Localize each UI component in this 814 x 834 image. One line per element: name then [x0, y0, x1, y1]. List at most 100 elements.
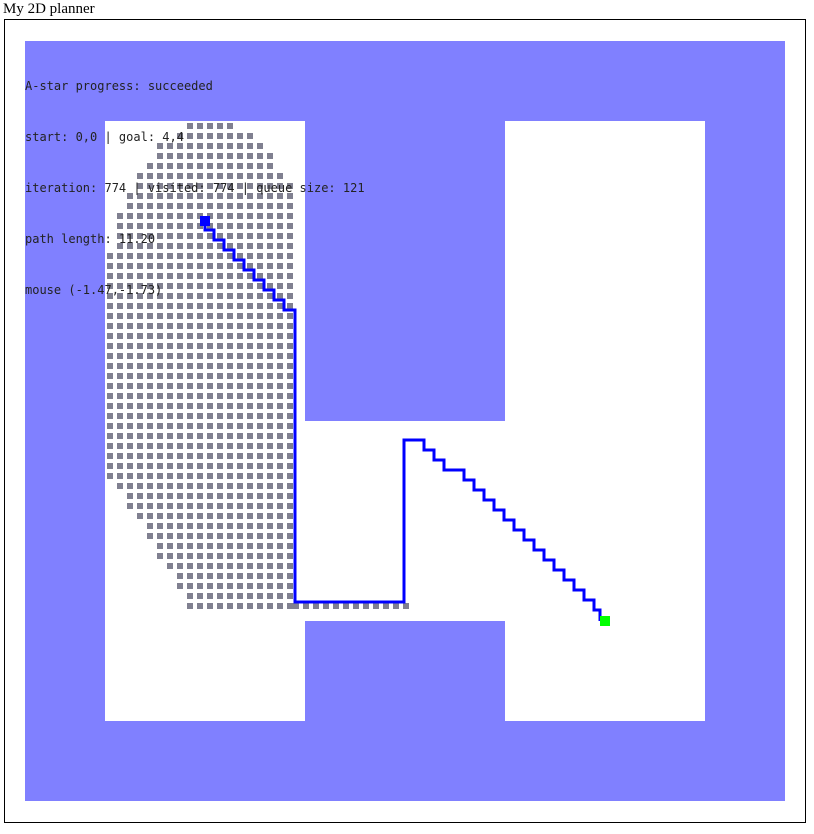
visited-cell — [157, 433, 163, 439]
visited-cell — [147, 463, 153, 469]
planner-canvas-frame[interactable] — [4, 19, 806, 823]
visited-cell — [237, 373, 243, 379]
visited-cell — [147, 413, 153, 419]
visited-cell — [177, 373, 183, 379]
visited-cell — [157, 543, 163, 549]
visited-cell — [277, 563, 283, 569]
visited-cell — [137, 423, 143, 429]
visited-cell — [207, 183, 213, 189]
visited-cell — [277, 213, 283, 219]
visited-cell — [227, 583, 233, 589]
visited-cell — [187, 533, 193, 539]
visited-cell — [147, 443, 153, 449]
visited-cell — [277, 433, 283, 439]
visited-cell — [227, 273, 233, 279]
visited-cell — [167, 233, 173, 239]
visited-cell — [177, 543, 183, 549]
visited-cell — [257, 413, 263, 419]
visited-cell — [187, 603, 193, 609]
visited-cell — [217, 563, 223, 569]
visited-cell — [217, 153, 223, 159]
visited-cell — [127, 443, 133, 449]
visited-cell — [227, 283, 233, 289]
visited-cell — [207, 443, 213, 449]
visited-cell — [227, 423, 233, 429]
visited-cell — [197, 233, 203, 239]
visited-cell — [197, 363, 203, 369]
visited-cell — [257, 293, 263, 299]
visited-cell — [147, 453, 153, 459]
visited-cell — [137, 383, 143, 389]
visited-cell — [187, 473, 193, 479]
visited-cell — [127, 353, 133, 359]
visited-cell — [277, 303, 283, 309]
visited-cell — [177, 483, 183, 489]
visited-cell — [207, 523, 213, 529]
visited-cell — [167, 213, 173, 219]
visited-cell — [157, 213, 163, 219]
visited-cell — [207, 163, 213, 169]
visited-cell — [147, 523, 153, 529]
visited-cell — [137, 393, 143, 399]
visited-cell — [287, 603, 293, 609]
visited-cell — [107, 253, 113, 259]
visited-cell — [167, 453, 173, 459]
visited-cell — [267, 423, 273, 429]
visited-cell — [287, 343, 293, 349]
visited-cell — [277, 333, 283, 339]
visited-cell — [187, 413, 193, 419]
visited-cell — [277, 323, 283, 329]
visited-cell — [227, 563, 233, 569]
visited-cell — [227, 263, 233, 269]
visited-cell — [167, 293, 173, 299]
visited-cell — [227, 463, 233, 469]
visited-cell — [187, 543, 193, 549]
visited-cell — [257, 523, 263, 529]
visited-cell — [207, 263, 213, 269]
visited-cell — [147, 513, 153, 519]
visited-cell — [287, 363, 293, 369]
visited-cell — [167, 483, 173, 489]
visited-cell — [157, 273, 163, 279]
visited-cell — [147, 473, 153, 479]
visited-cell — [227, 253, 233, 259]
visited-cell — [247, 153, 253, 159]
visited-cell — [217, 503, 223, 509]
visited-cell — [157, 313, 163, 319]
visited-cell — [177, 503, 183, 509]
visited-cell — [217, 403, 223, 409]
visited-cell — [197, 533, 203, 539]
visited-cell — [247, 323, 253, 329]
visited-cell — [187, 463, 193, 469]
visited-cell — [157, 473, 163, 479]
visited-cell — [187, 213, 193, 219]
visited-cell — [107, 283, 113, 289]
visited-cell — [147, 343, 153, 349]
visited-cell — [127, 343, 133, 349]
visited-cell — [207, 133, 213, 139]
visited-cell — [177, 393, 183, 399]
visited-cell — [207, 173, 213, 179]
visited-cell — [167, 463, 173, 469]
visited-cell — [127, 423, 133, 429]
visited-cell — [127, 193, 133, 199]
planner-canvas[interactable] — [5, 20, 805, 822]
visited-cell — [167, 333, 173, 339]
visited-cell — [177, 533, 183, 539]
visited-cell — [177, 383, 183, 389]
visited-cell — [217, 443, 223, 449]
visited-cell — [267, 263, 273, 269]
visited-cell — [237, 353, 243, 359]
visited-cell — [187, 403, 193, 409]
visited-cell — [107, 443, 113, 449]
visited-cell — [287, 483, 293, 489]
visited-cell — [157, 253, 163, 259]
visited-cell — [237, 153, 243, 159]
visited-cell — [227, 383, 233, 389]
visited-cell — [217, 413, 223, 419]
visited-cell — [207, 333, 213, 339]
visited-cell — [247, 593, 253, 599]
visited-cell — [237, 173, 243, 179]
visited-cell — [107, 383, 113, 389]
visited-cell — [117, 303, 123, 309]
